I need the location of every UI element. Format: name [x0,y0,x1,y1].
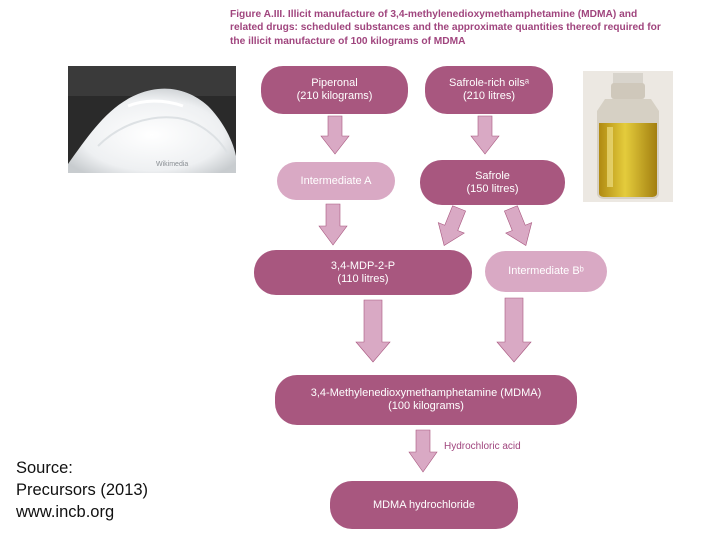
arrow-safrole-to-mdp2p [437,205,466,246]
arrow-intermediate-b-to-mdma [496,297,532,363]
mdp2p-node: 3,4-MDP-2-P (110 litres) [254,250,472,295]
mdma-hydrochloride-name: MDMA hydrochloride [372,498,476,511]
mdma-qty: (100 kilograms) [388,400,464,412]
hydrochloric-acid-label: Hydrochloric acid [444,441,521,452]
safrole-qty: (150 litres) [466,182,519,195]
arrow-intermediate-a-to-mdp2p [318,203,348,246]
arrow-safrole-to-intermediate-b [504,205,533,246]
mdp2p-name: 3,4-MDP-2-P [330,259,396,272]
arrow-oils-to-safrole [470,115,500,155]
arrow-piperonal-to-intermediate-a [320,115,350,155]
arrow-mdp2p-to-mdma [355,299,391,363]
source-line-2: Precursors (2013) [16,481,149,499]
safrole-rich-oils-name: Safrole-rich oilsᵃ [449,77,529,89]
source-line-3[interactable]: www.incb.org [16,503,115,521]
safrole-node: Safrole (150 litres) [420,160,565,205]
intermediate-a-node: Intermediate A [277,162,395,200]
intermediate-a-name: Intermediate A [300,174,372,187]
safrole-rich-oils-qty: (210 litres) [463,90,515,102]
mdma-hydrochloride-node: MDMA hydrochloride [330,481,518,529]
figure-title-line-3: the illicit manufacture of 100 kilograms… [230,35,466,47]
white-powder-photo: Wikimedia [68,66,236,173]
figure-title-line-1: Figure A.III. Illicit manufacture of 3,4… [230,9,638,20]
piperonal-name: Piperonal [311,77,358,89]
watermark-text: Wikimedia [156,161,188,168]
bottle-image [583,71,673,202]
safrole-name: Safrole [475,169,510,182]
figure-title-line-2: related drugs: scheduled substances and … [230,22,661,34]
arrow-mdma-to-hydrochloride [408,429,438,473]
mdma-name: 3,4-Methylenedioxymethamphetamine (MDMA) [310,387,542,399]
powder-image: Wikimedia [68,66,236,173]
source-citation: Source: Precursors (2013) www.incb.org [16,457,148,523]
piperonal-node: Piperonal (210 kilograms) [261,66,408,114]
safrole-oil-bottle-photo [583,71,673,202]
intermediate-b-name: Intermediate Bᵇ [508,265,584,277]
mdp2p-qty: (110 litres) [337,272,389,285]
figure-title: Figure A.III. Illicit manufacture of 3,4… [230,8,670,48]
intermediate-b-node: Intermediate Bᵇ [485,251,607,292]
source-line-1: Source: [16,459,73,477]
piperonal-qty: (210 kilograms) [296,90,373,102]
safrole-rich-oils-node: Safrole-rich oilsᵃ (210 litres) [425,66,553,114]
mdma-node: 3,4-Methylenedioxymethamphetamine (MDMA)… [275,375,577,425]
